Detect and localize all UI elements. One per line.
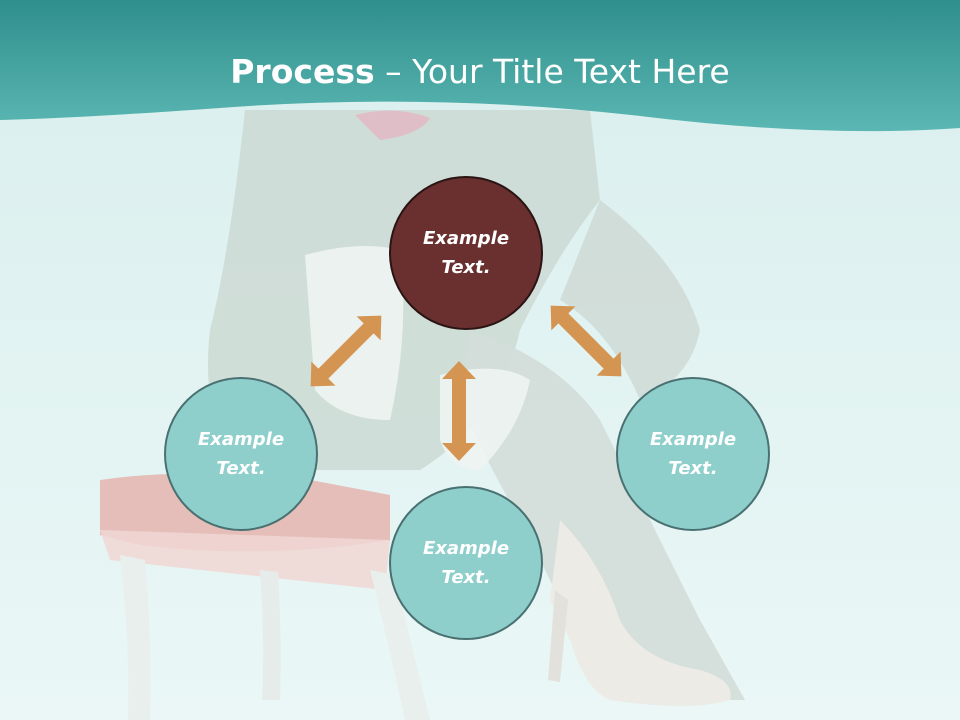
process-node-bottom: Example Text. [389,486,543,640]
process-node-bottom-label: Example Text. [422,538,510,588]
header-band [0,0,960,132]
slide-title: Process – Your Title Text Here [0,52,960,91]
process-node-left: Example Text. [164,377,318,531]
title-bold: Process [230,52,375,91]
title-rest: – Your Title Text Here [374,52,730,91]
process-node-top-label: Example Text. [422,228,510,278]
arrow-top-left [298,303,394,399]
process-node-right: Example Text. [616,377,770,531]
arrow-top-right [538,293,634,389]
process-node-left-label: Example Text. [197,429,285,479]
arrow-vertical [442,361,476,461]
process-node-right-label: Example Text. [649,429,737,479]
process-node-top: Example Text. [389,176,543,330]
